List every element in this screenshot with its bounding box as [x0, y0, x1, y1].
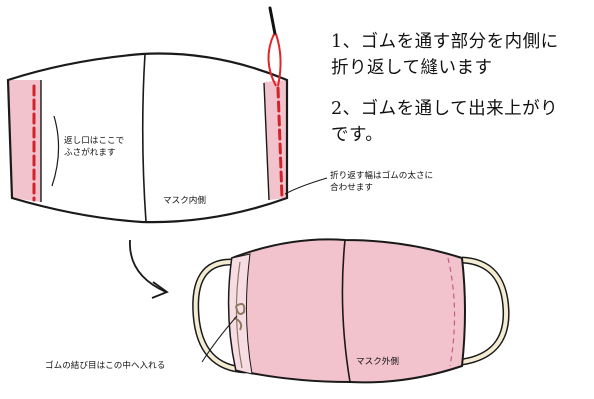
- opening-label-line2: ふさがれます: [64, 148, 116, 158]
- instruction-step2: 2、ゴムを通して出来上がり です。: [331, 98, 558, 146]
- center-seam: [141, 53, 147, 223]
- knot-label: ゴムの結び目はこの中へ入れる: [45, 361, 166, 371]
- step1-line2: 折り返して縫います: [331, 58, 493, 78]
- opening-label-line1: 返し口はここで: [64, 136, 125, 146]
- fold-width-line2: 合わせます: [330, 183, 373, 193]
- elastic-knot: [233, 303, 246, 331]
- fold-width-label: 折り返す幅はゴムの太さに 合わせます: [330, 170, 433, 194]
- flat-mask: [6, 6, 328, 224]
- finished-mask: [192, 238, 510, 384]
- needle: [268, 6, 277, 36]
- fold-width-line1: 折り返す幅はゴムの太さに: [330, 171, 434, 181]
- thread: [267, 33, 282, 87]
- right-fold-strip: [264, 80, 287, 200]
- finished-center-seam: [341, 239, 351, 383]
- flat-mask-outline: [6, 52, 289, 224]
- right-ear-loop: [461, 256, 510, 366]
- step1-line1: 1、ゴムを通す部分を内側に: [331, 32, 559, 52]
- outside-label: マスク外側: [356, 357, 399, 367]
- inside-label: マスク内側: [163, 196, 206, 206]
- step2-line2: です。: [331, 125, 384, 145]
- knot-leader: [201, 315, 238, 363]
- right-fold-line: [263, 82, 270, 201]
- instruction-step1: 1、ゴムを通す部分を内側に 折り返して縫います: [331, 31, 559, 79]
- transition-arrow: [129, 239, 169, 299]
- opening-bracket: [51, 115, 60, 187]
- left-fold-strip: [8, 80, 41, 202]
- fold-leader: [284, 177, 328, 195]
- opening-label: 返し口はここで ふさがれます: [64, 135, 124, 159]
- elastic-in-channel: [235, 261, 243, 369]
- step2-line1: 2、ゴムを通して出来上がり: [331, 99, 559, 119]
- right-dashed-seam: [447, 257, 456, 367]
- right-stitch: [276, 86, 284, 200]
